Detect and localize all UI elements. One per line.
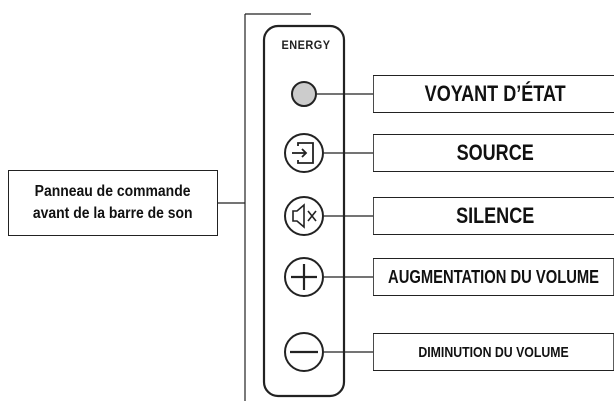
panel-title-line1: Panneau de commande [35, 183, 191, 200]
plus-icon [291, 264, 317, 290]
label-volume-up-text: AUGMENTATION DU VOLUME [388, 266, 600, 287]
status-led-icon [291, 81, 317, 107]
label-status-led: VOYANT D’ÉTAT [373, 75, 614, 113]
source-input-icon [292, 142, 314, 164]
mute-button[interactable] [284, 196, 324, 236]
panel-title-line2: avant de la barre de son [33, 205, 193, 222]
label-source: SOURCE [373, 134, 614, 172]
label-status-led-text: VOYANT D’ÉTAT [424, 81, 566, 106]
bracket [218, 13, 311, 401]
leader-lines [317, 93, 373, 353]
label-source-text: SOURCE [456, 140, 534, 165]
volume-down-button[interactable] [284, 332, 324, 372]
label-volume-down-text: DIMINUTION DU VOLUME [418, 343, 569, 361]
label-volume-up: AUGMENTATION DU VOLUME [373, 258, 614, 296]
speaker-mute-icon [292, 203, 317, 229]
source-button[interactable] [284, 133, 324, 173]
label-volume-down: DIMINUTION DU VOLUME [373, 333, 614, 371]
volume-up-button[interactable] [284, 257, 324, 297]
label-mute: SILENCE [373, 197, 614, 235]
label-mute-text: SILENCE [456, 203, 535, 228]
panel-title: Panneau de commande avant de la barre de… [8, 170, 218, 236]
energy-logo: ENERGY [281, 40, 331, 52]
